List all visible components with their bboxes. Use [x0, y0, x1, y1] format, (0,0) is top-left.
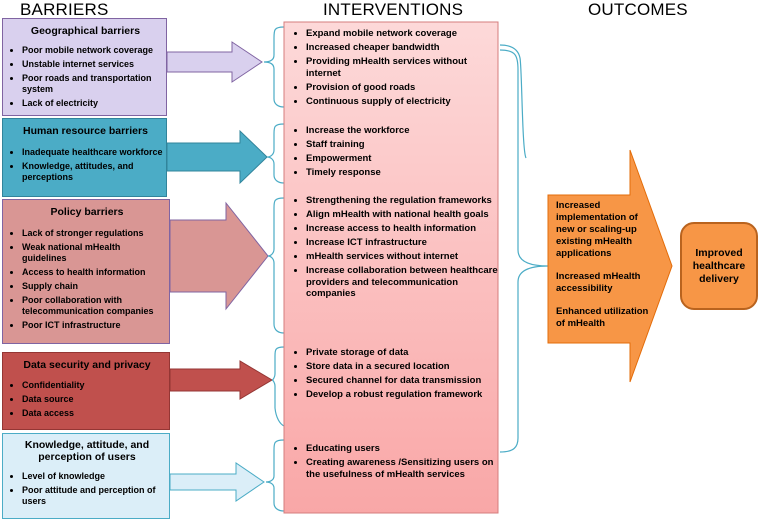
bracket-left-human-resource	[266, 123, 285, 184]
barrier-title: Human resource barriers	[23, 125, 148, 137]
barrier-item: Supply chain	[22, 281, 166, 292]
bracket-left-geographical	[263, 26, 285, 108]
intervention-item: Increased cheaper bandwidth	[306, 42, 498, 54]
barrier-item: Unstable internet services	[22, 59, 163, 70]
final-outcome-box: Improved healthcare delivery	[680, 222, 758, 310]
intervention-item: Increase access to health information	[306, 223, 498, 235]
outcome-item: Enhanced utilization of mHealth	[556, 306, 649, 329]
intervention-item: Increase collaboration between healthcar…	[306, 265, 498, 300]
barrier-item: Lack of stronger regulations	[22, 228, 166, 239]
left-brackets	[263, 26, 285, 512]
intervention-item: Align mHealth with national health goals	[306, 209, 498, 221]
bracket-left-knowledge-users	[265, 439, 285, 512]
final-outcome-label: Improved healthcare delivery	[692, 246, 746, 285]
barrier-item: Poor roads and transportation system	[22, 73, 163, 95]
arrow-human-resource	[166, 129, 268, 185]
intervention-group-geographical: Expand mobile network coverage Increased…	[290, 28, 498, 110]
barrier-item: Weak national mHealth guidelines	[22, 242, 166, 264]
barrier-item: Poor mobile network coverage	[22, 45, 163, 56]
intervention-item: Empowerment	[306, 153, 498, 165]
intervention-group-human-resource: Increase the workforce Staff training Em…	[290, 125, 498, 181]
intervention-group-data-security: Private storage of data Store data in a …	[290, 347, 498, 403]
barrier-item: Confidentiality	[22, 380, 166, 391]
intervention-item: Increase the workforce	[306, 125, 498, 137]
bracket-right-main	[499, 49, 549, 453]
barrier-box-data-security: Data security and privacy Confidentialit…	[2, 352, 170, 430]
barrier-item: Poor ICT infrastructure	[22, 320, 166, 331]
barrier-title: Geographical barriers	[30, 25, 141, 37]
arrow-data-security	[169, 360, 273, 400]
barrier-box-policy: Policy barriers Lack of stronger regulat…	[2, 199, 170, 344]
arrow-geographical	[166, 41, 263, 83]
outcome-item: Increased implementation of new or scali…	[556, 200, 638, 259]
intervention-item: Strengthening the regulation frameworks	[306, 195, 498, 207]
interventions-panel	[283, 21, 499, 514]
outcome-arrow	[547, 149, 673, 383]
barrier-item: Inadequate healthcare workforce	[22, 147, 163, 158]
intervention-item: Continuous supply of electricity	[306, 96, 498, 108]
barrier-title: Data security and privacy	[23, 359, 151, 371]
right-brackets	[499, 44, 549, 453]
barrier-item: Knowledge, attitudes, and perceptions	[22, 161, 163, 183]
intervention-item: Expand mobile network coverage	[306, 28, 498, 40]
intervention-item: Secured channel for data transmission	[306, 375, 498, 387]
barrier-box-geographical: Geographical barriers Poor mobile networ…	[2, 18, 167, 116]
barrier-item: Lack of electricity	[22, 98, 163, 109]
outcome-item: Increased mHealth accessibility	[556, 271, 641, 294]
barrier-title: Policy barriers	[50, 206, 124, 218]
intervention-item: Educating users	[306, 443, 498, 455]
barrier-title: Knowledge, attitude, and perception of u…	[24, 439, 150, 463]
barrier-item: Data source	[22, 394, 166, 405]
intervention-item: Provision of good roads	[306, 82, 498, 94]
intervention-group-policy: Strengthening the regulation frameworks …	[290, 195, 498, 302]
barrier-item: Poor collaboration with telecommunicatio…	[22, 295, 166, 317]
barrier-item: Access to health information	[22, 267, 166, 278]
intervention-item: Store data in a secured location	[306, 361, 498, 373]
outcome-list: Increased implementation of new or scali…	[556, 200, 658, 341]
barrier-item: Level of knowledge	[22, 471, 166, 482]
intervention-item: Creating awareness /Sensitizing users on…	[306, 457, 498, 480]
intervention-item: mHealth services without internet	[306, 251, 498, 263]
interventions-header: INTERVENTIONS	[323, 0, 464, 19]
intervention-item: Staff training	[306, 139, 498, 151]
intervention-item: Private storage of data	[306, 347, 498, 359]
barrier-box-knowledge-users: Knowledge, attitude, and perception of u…	[2, 433, 170, 519]
bracket-left-policy	[267, 197, 285, 334]
outcomes-header: OUTCOMES	[588, 0, 688, 19]
bracket-right-geographical-human	[499, 44, 527, 159]
barrier-item: Poor attitude and perception of users	[22, 485, 166, 507]
intervention-item: Providing mHealth services without inter…	[306, 56, 498, 79]
barrier-box-human-resource: Human resource barriers Inadequate healt…	[2, 118, 167, 197]
intervention-item: Timely response	[306, 167, 498, 179]
intervention-item: Develop a robust regulation framework	[306, 389, 498, 401]
barriers-header: BARRIERS	[20, 0, 109, 19]
arrow-knowledge-users	[169, 462, 265, 502]
arrow-policy	[169, 201, 269, 311]
barrier-item: Data access	[22, 408, 166, 419]
intervention-group-knowledge-users: Educating users Creating awareness /Sens…	[290, 443, 498, 483]
bracket-left-data-security	[271, 346, 285, 427]
intervention-item: Increase ICT infrastructure	[306, 237, 498, 249]
